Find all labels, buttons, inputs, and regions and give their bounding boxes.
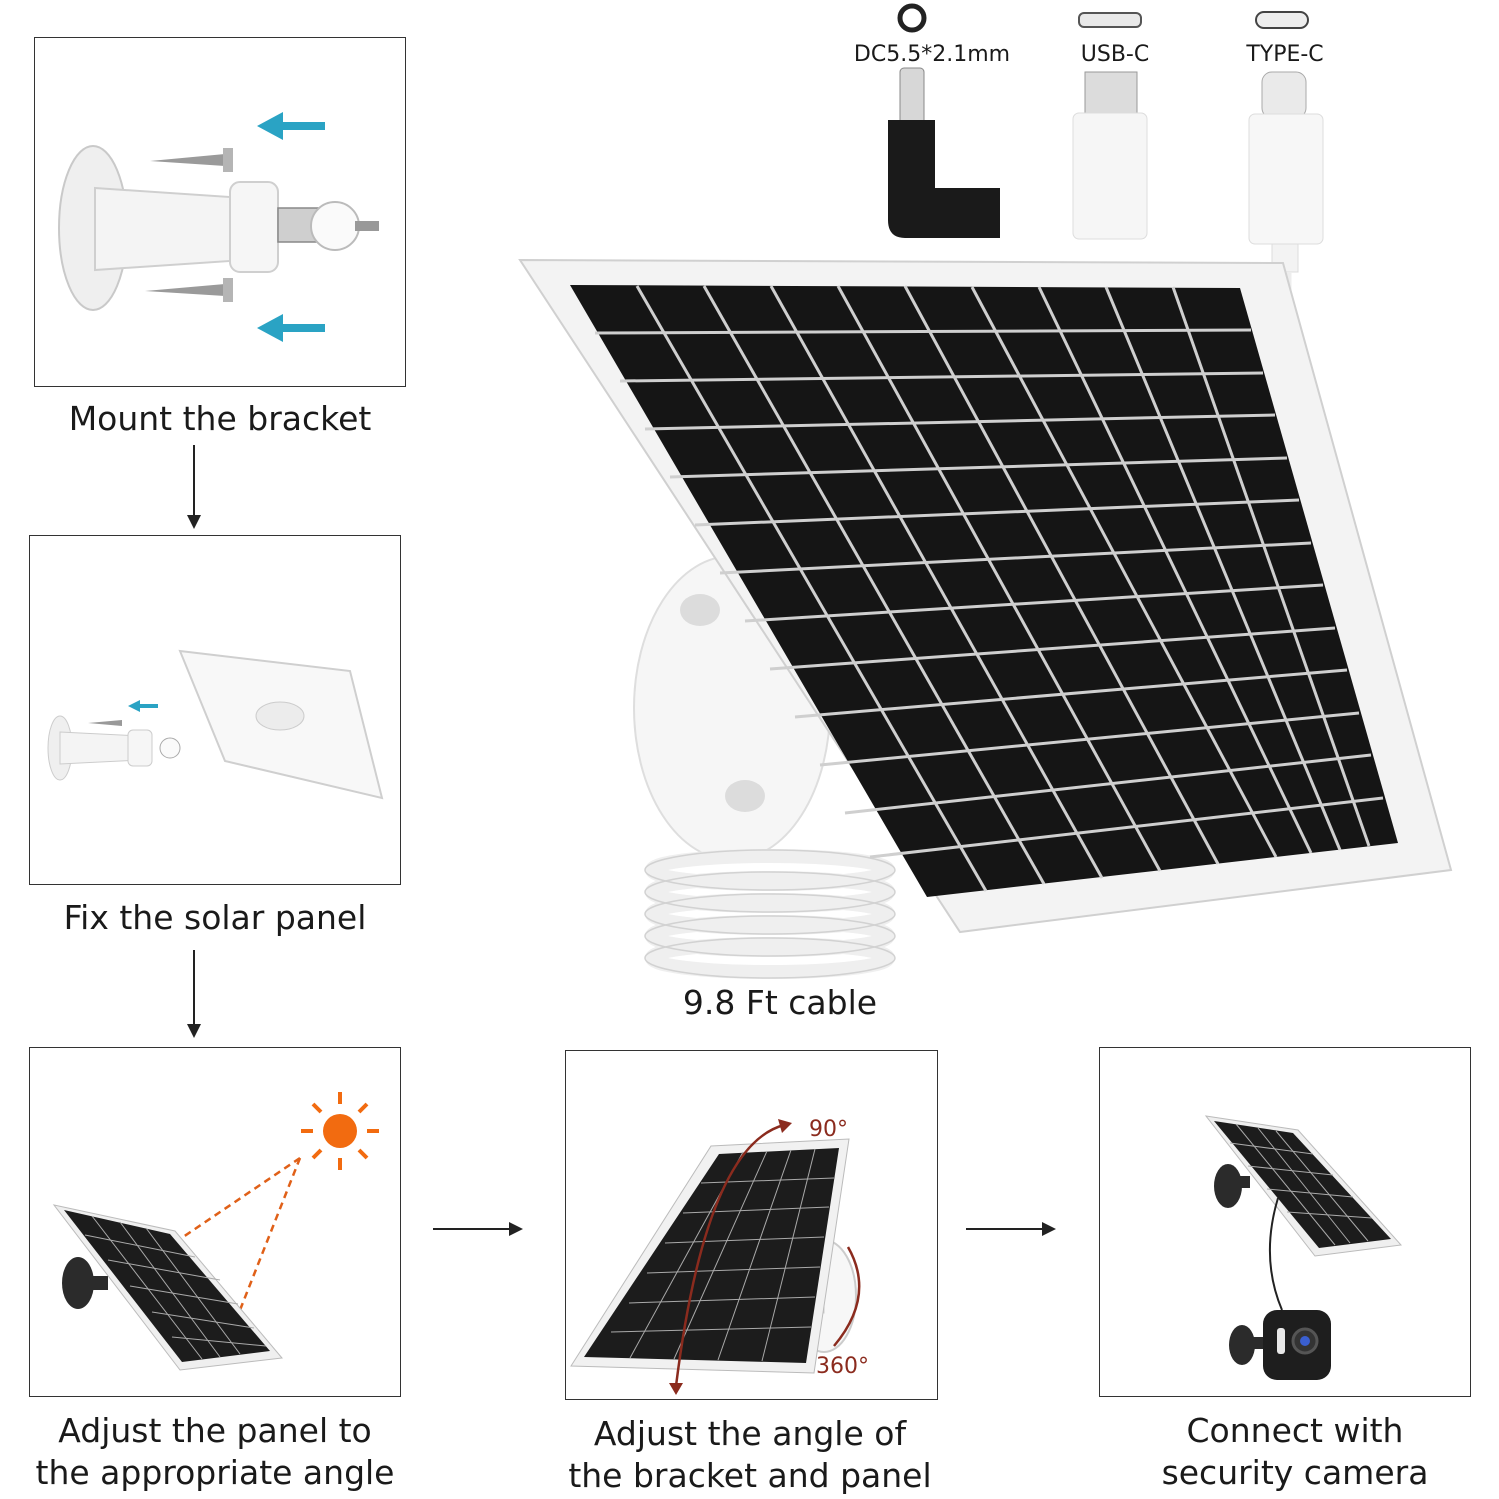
fix-panel-illustration <box>47 649 384 800</box>
sun-icon <box>301 1092 379 1170</box>
bracket-icon <box>58 145 379 311</box>
main-product-illustration <box>518 3 1453 979</box>
right-arrow-icon <box>966 1222 1056 1236</box>
caption-line: the bracket and panel <box>568 1456 932 1495</box>
type-c-connector-icon <box>1248 11 1324 273</box>
down-arrow-icon <box>187 445 201 529</box>
small-solar-panel-icon <box>52 1204 283 1371</box>
step-fix-panel-image <box>29 535 401 885</box>
step-adjust-panel-image <box>29 1047 401 1397</box>
cable-length-label: 9.8 Ft cable <box>682 983 878 1022</box>
step-mount-bracket-caption: Mount the bracket <box>68 399 372 438</box>
small-solar-panel-icon <box>1204 1115 1403 1257</box>
caption-line: Adjust the panel to <box>58 1411 372 1450</box>
dc-connector-icon <box>888 3 1000 238</box>
caption-line: Connect with <box>1186 1411 1404 1450</box>
step-connect-camera-image <box>1099 1047 1471 1397</box>
down-arrow-icon <box>187 950 201 1038</box>
rotate-angle-label: 360° <box>816 1354 869 1379</box>
teal-arrow-icon <box>128 700 140 712</box>
screw-icon <box>145 148 233 302</box>
right-arrow-icon <box>433 1222 523 1236</box>
cable-icon <box>1268 1197 1283 1311</box>
dc-connector-label: DC5.5*2.1mm <box>853 42 1011 67</box>
teal-arrow-icon <box>257 112 325 342</box>
caption-line: the appropriate angle <box>35 1453 395 1492</box>
type-c-connector-label: TYPE-C <box>1246 42 1324 67</box>
connect-camera-illustration <box>1204 1115 1403 1380</box>
step-adjust-panel-caption: Adjust the panel to the appropriate angl… <box>10 1410 420 1494</box>
step-adjust-bracket-image: 90° 360° <box>565 1050 938 1400</box>
bracket-illustration <box>58 112 379 342</box>
adjust-panel-illustration <box>52 1092 379 1371</box>
step-mount-bracket-image <box>34 37 406 387</box>
caption-line: security camera <box>1161 1453 1429 1492</box>
step-adjust-bracket-caption: Adjust the angle of the bracket and pane… <box>545 1413 955 1497</box>
coiled-cable-icon <box>645 849 895 979</box>
caption-line: Adjust the angle of <box>593 1414 907 1453</box>
usb-c-connector-icon <box>1072 12 1148 240</box>
small-bracket-icon <box>47 715 181 781</box>
step-fix-panel-caption: Fix the solar panel <box>63 898 367 937</box>
rotation-arrow-icon <box>674 1123 861 1387</box>
adjust-bracket-illustration: 90° 360° <box>570 1117 869 1395</box>
usb-c-connector-label: USB-C <box>1080 42 1150 67</box>
security-camera-icon <box>1229 1310 1331 1380</box>
step-connect-camera-caption: Connect with security camera <box>1090 1410 1499 1494</box>
small-solar-panel-icon <box>570 1138 850 1374</box>
tilt-angle-label: 90° <box>809 1117 848 1142</box>
solar-panel-icon <box>518 258 1453 934</box>
